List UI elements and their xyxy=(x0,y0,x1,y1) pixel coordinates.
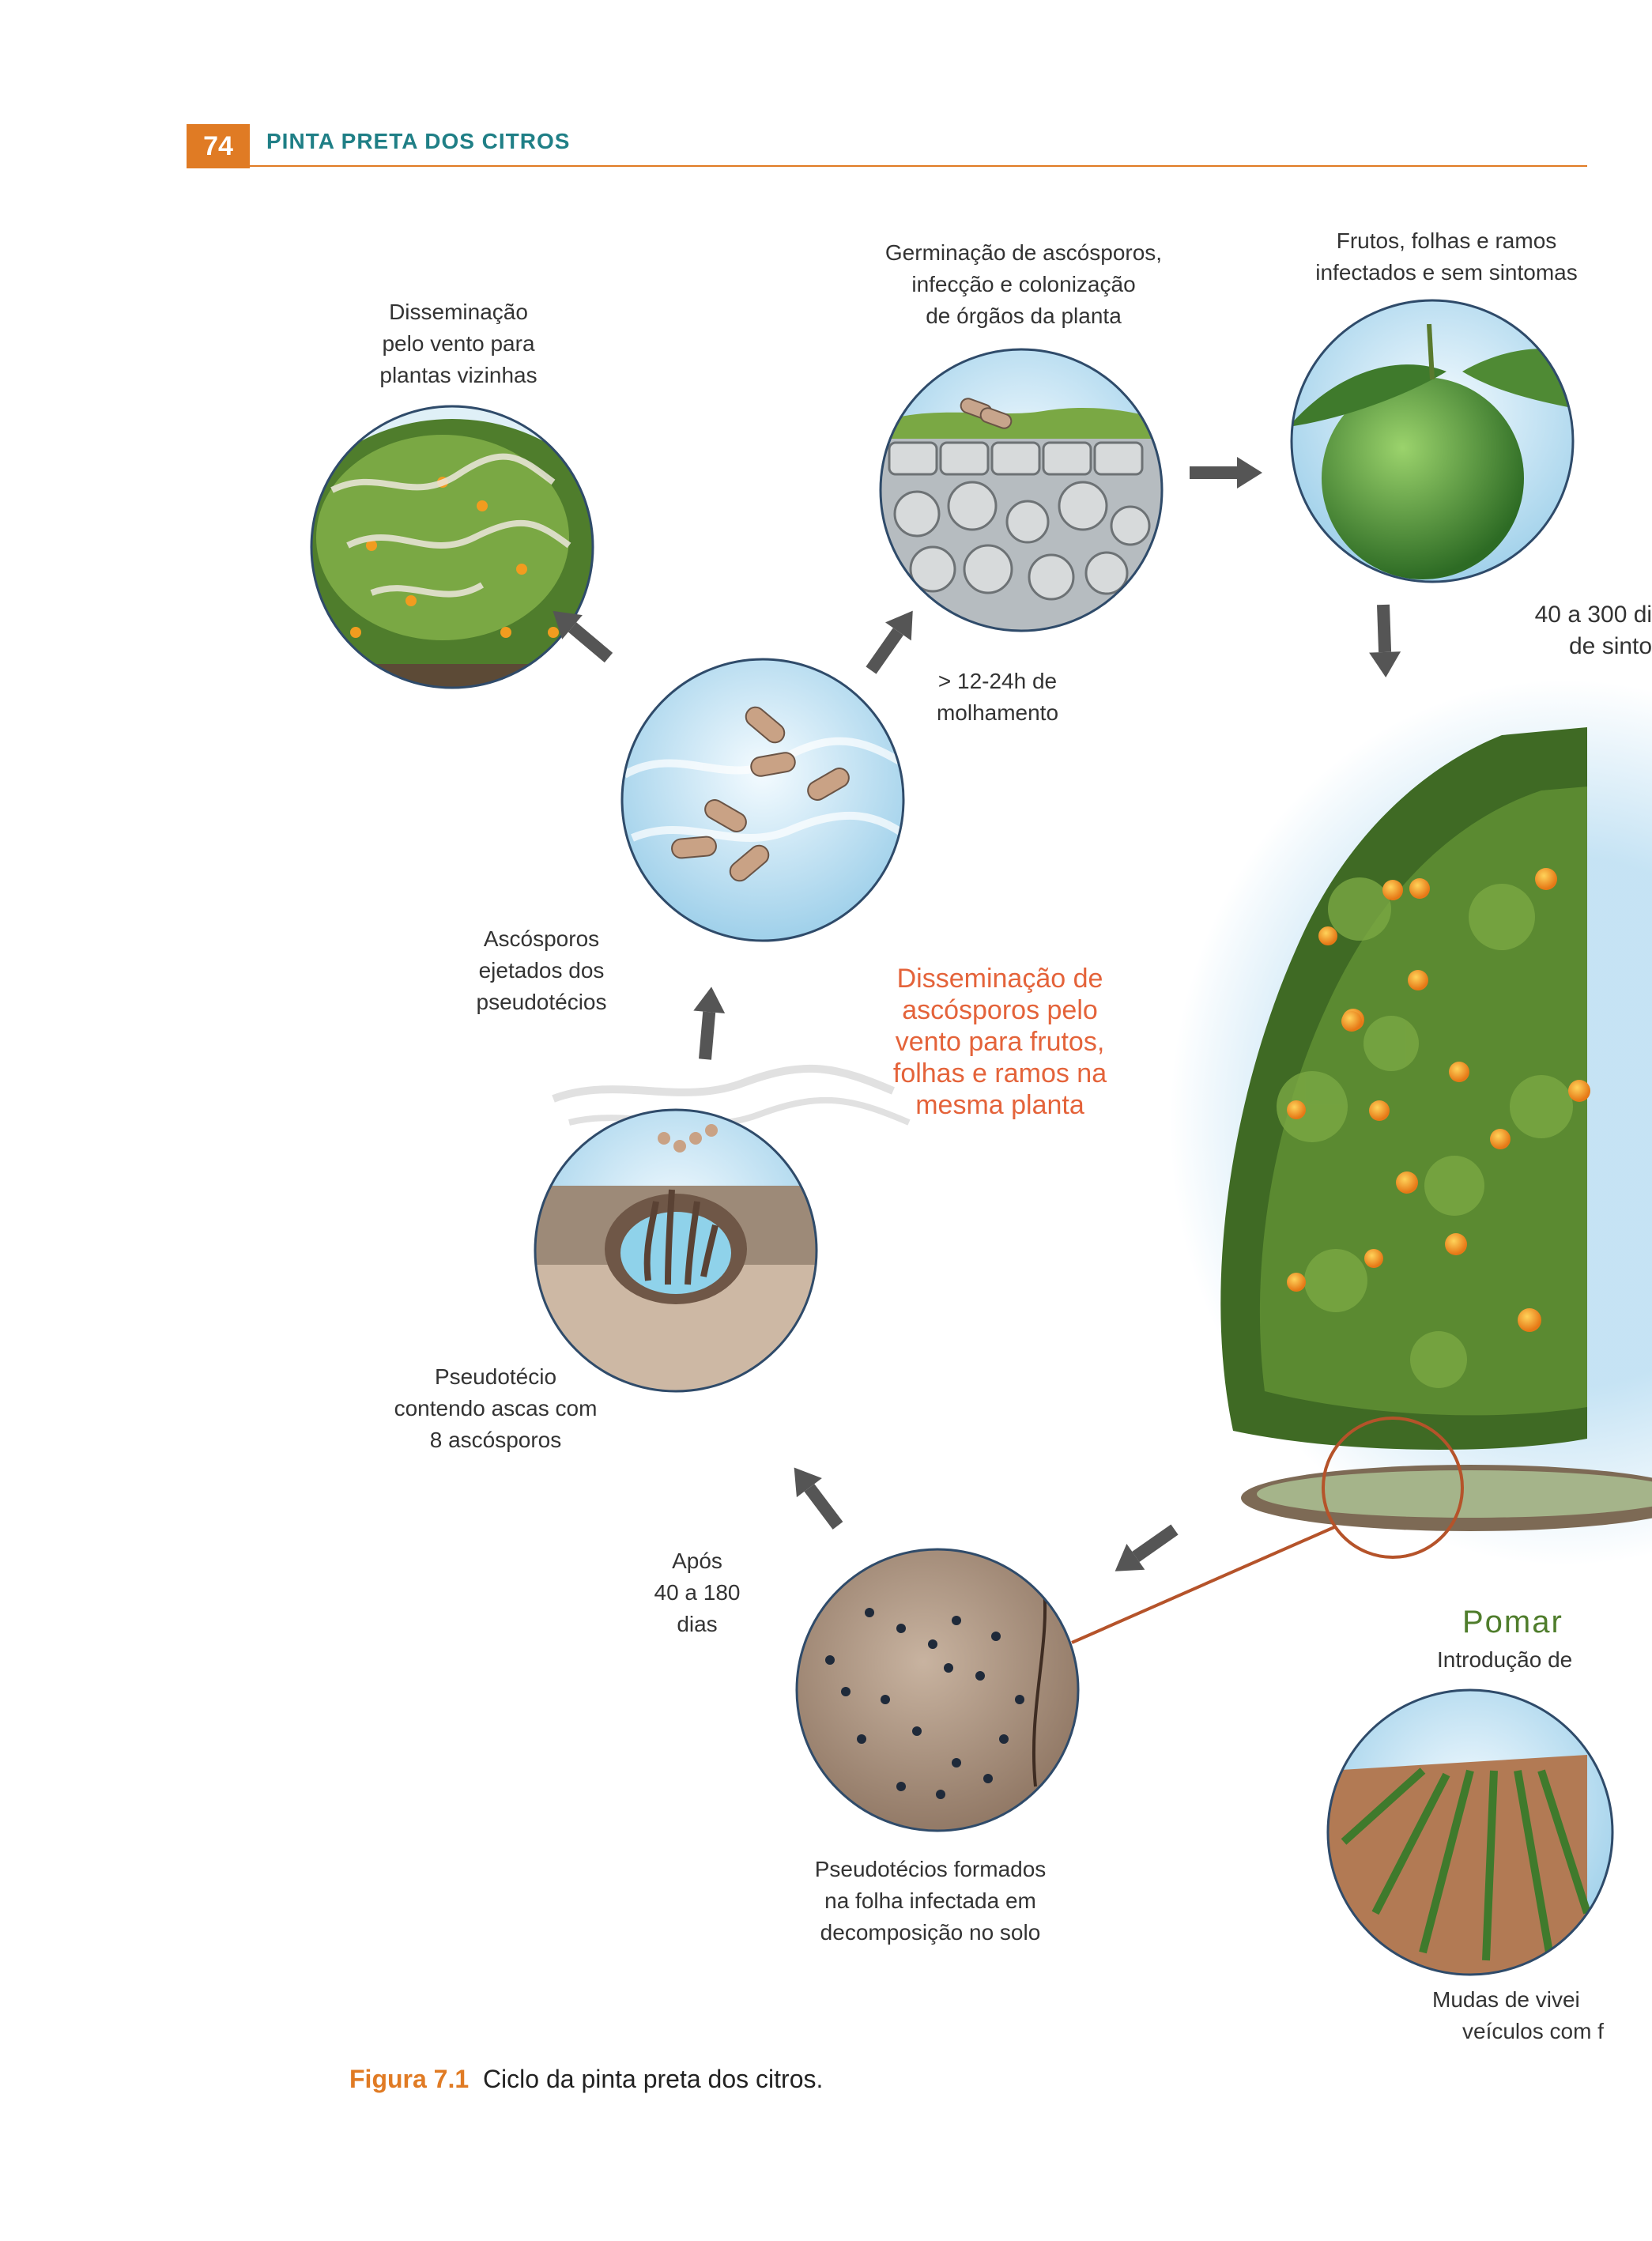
arrow-to-tree xyxy=(553,610,613,663)
green-fruit-circle xyxy=(1290,299,1575,583)
arrow-to-cells xyxy=(866,610,913,674)
label-germination: Germinação de ascósporos,infecção e colo… xyxy=(884,240,1163,328)
figure-label: Figura 7.1 xyxy=(349,2065,470,2093)
pseudothecium-circle xyxy=(534,1064,911,1393)
nursery-field-circle xyxy=(1326,1688,1614,1976)
header-rule xyxy=(250,165,1587,167)
arrow-down-from-fruit xyxy=(1369,604,1401,677)
cycle-arrows xyxy=(553,457,1401,1571)
neighbor-tree-circle xyxy=(310,405,594,689)
decomposing-leaf-circle xyxy=(795,1548,1080,1832)
arrow-to-fruit xyxy=(1190,457,1262,489)
label-orchard-sub: Introdução de xyxy=(1437,1647,1573,1672)
chapter-title: PINTA PRETA DOS CITROS xyxy=(266,129,571,153)
arrow-to-pseudothecium xyxy=(794,1467,843,1530)
leaf-litter-link xyxy=(1071,1417,1464,1644)
disease-cycle-diagram xyxy=(310,299,1652,1976)
page-number: 74 xyxy=(187,124,250,168)
orchard-title: Pomar xyxy=(1462,1605,1563,1639)
arrow-to-leaf xyxy=(1115,1524,1179,1571)
ascospores-air-circle xyxy=(620,658,905,942)
big-tree-illustration xyxy=(1170,680,1652,1565)
figure-caption: Figura 7.1 Ciclo da pinta preta dos citr… xyxy=(349,2065,823,2094)
germination-cells-circle xyxy=(879,348,1164,632)
arrow-to-spores xyxy=(693,987,726,1060)
figure-text: Ciclo da pinta preta dos citros. xyxy=(482,2065,824,2093)
